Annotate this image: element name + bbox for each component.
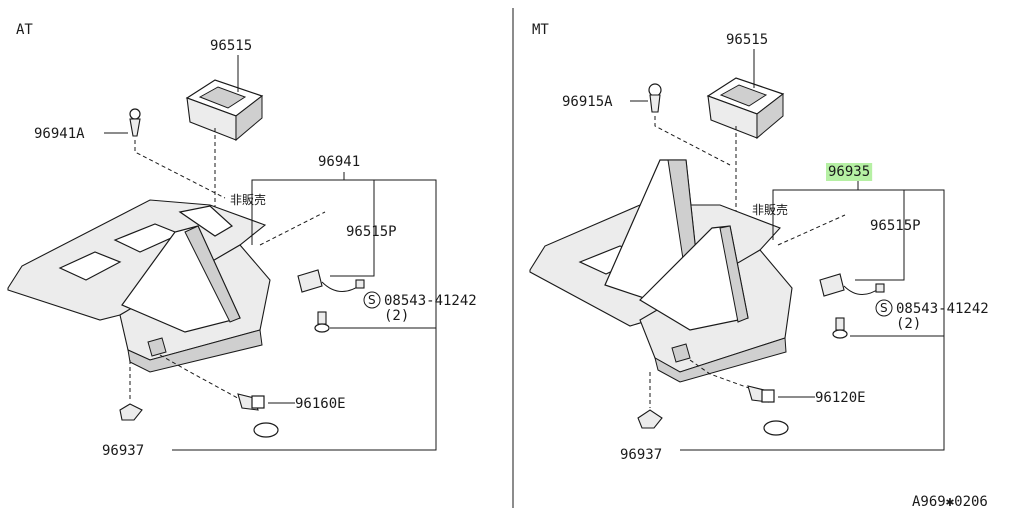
ashtray-part [185, 79, 264, 142]
qty-label-at: (2) [384, 308, 409, 324]
part-label-96937-at: 96937 [102, 443, 144, 459]
part-label-08543-at: 08543-41242 [384, 293, 477, 309]
part-label-96120e: 96120E [815, 390, 866, 406]
clip-part-mt [648, 83, 662, 113]
console-body-mt [529, 159, 793, 383]
screw-part-at [314, 311, 330, 333]
harness-part-mt [819, 273, 885, 297]
part-label-96935: 96935 [828, 164, 870, 180]
panel-mt: MT 96515 96915A [529, 22, 989, 463]
s-symbol-mt: S [880, 301, 888, 315]
not-for-sale-label-at: 非販売 [230, 192, 266, 207]
screw-part-mt [832, 317, 848, 339]
s-symbol-at: S [368, 293, 376, 307]
diagram-code: A969✱0206 [912, 494, 988, 510]
grommet-part-mt [637, 409, 663, 429]
part-label-96515-mt: 96515 [726, 32, 768, 48]
bolt-part-mt [747, 385, 789, 436]
part-label-96515-at: 96515 [210, 38, 252, 54]
clip-part [129, 108, 141, 137]
part-label-96937-mt: 96937 [620, 447, 662, 463]
part-label-96915a: 96915A [562, 94, 613, 110]
bolt-part-at [237, 393, 279, 438]
grommet-part-at [119, 403, 143, 421]
ashtray-part-mt [706, 77, 785, 140]
harness-part-at [297, 269, 365, 293]
section-label-at: AT [16, 22, 33, 38]
not-for-sale-label-mt: 非販売 [752, 202, 788, 217]
part-label-96941: 96941 [318, 154, 360, 170]
qty-label-mt: (2) [896, 316, 921, 332]
part-label-08543-mt: 08543-41242 [896, 301, 989, 317]
part-label-96160e: 96160E [295, 396, 346, 412]
panel-at: AT 96515 96941A [7, 22, 477, 459]
section-label-mt: MT [532, 22, 549, 38]
console-body-at [7, 199, 271, 373]
part-label-96941a: 96941A [34, 126, 85, 142]
part-label-96515p-mt: 96515P [870, 218, 921, 234]
part-highlight [826, 163, 873, 181]
part-label-96515p-at: 96515P [346, 224, 397, 240]
